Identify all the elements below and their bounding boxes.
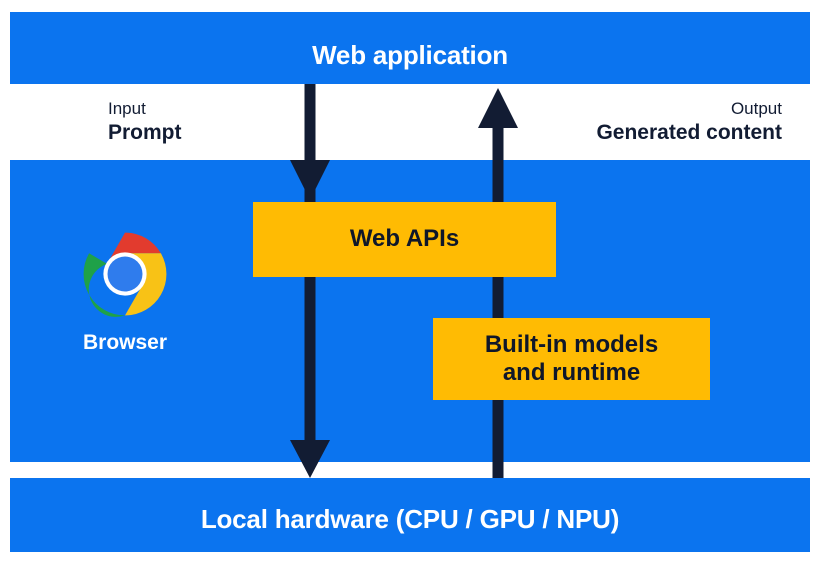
- flow-input-value: Prompt: [108, 121, 182, 145]
- band-local-hardware-label: Local hardware (CPU / GPU / NPU): [200, 504, 620, 534]
- chrome-logo: [83, 232, 167, 317]
- box-builtin-models-line1: Built-in models: [484, 330, 659, 358]
- band-web-application: Web application: [10, 12, 810, 84]
- browser-label: Browser: [82, 331, 168, 354]
- box-builtin-models: Built-in models and runtime: [433, 318, 710, 400]
- flow-output-value: Generated content: [596, 121, 782, 145]
- arrow-up-head: [478, 88, 518, 128]
- band-web-application-label: Web application: [312, 40, 508, 70]
- box-web-apis: Web APIs: [253, 202, 556, 277]
- box-web-apis-label: Web APIs: [349, 225, 460, 253]
- flow-label-input: Input Prompt: [108, 99, 182, 146]
- flow-input-caption: Input: [108, 99, 146, 118]
- box-builtin-models-label: Built-in models and runtime: [485, 331, 658, 388]
- browser-block: Browser: [58, 228, 192, 353]
- box-builtin-models-line2: and runtime: [502, 359, 641, 386]
- flow-label-output: Output Generated content: [596, 99, 782, 146]
- flow-output-caption: Output: [730, 99, 782, 118]
- band-local-hardware: Local hardware (CPU / GPU / NPU): [10, 478, 810, 552]
